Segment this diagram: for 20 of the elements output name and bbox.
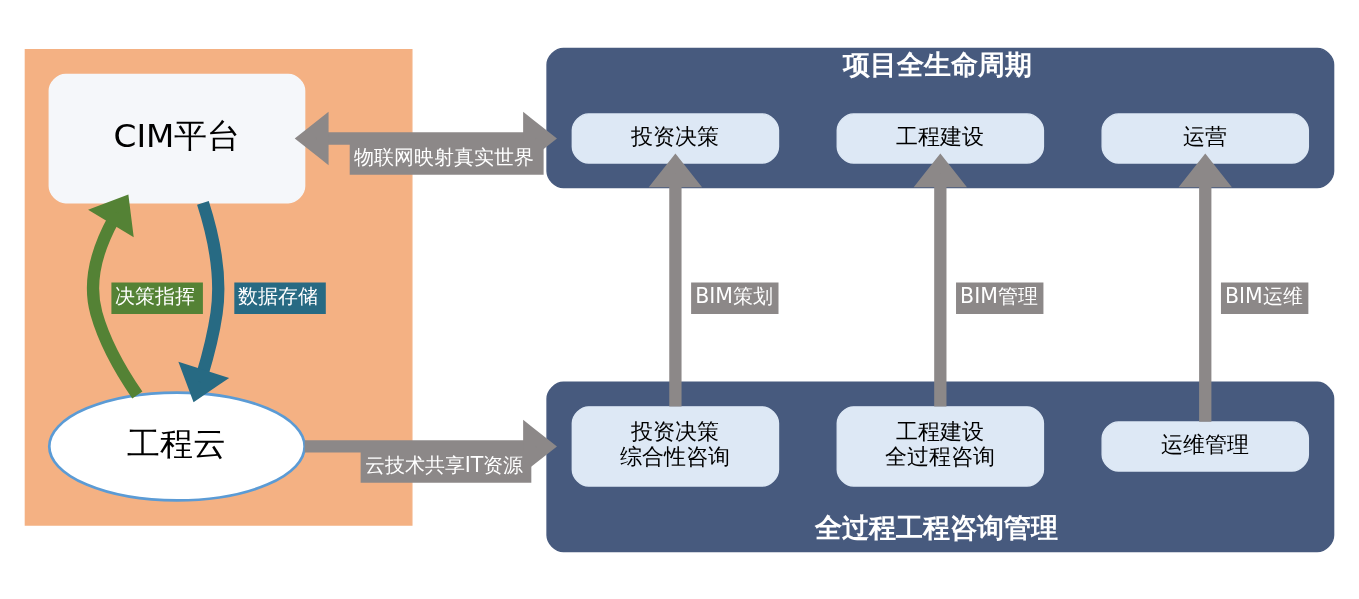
node-box: 运营 (1101, 112, 1310, 164)
arrow (648, 152, 703, 406)
edge-label: BIM策划 (695, 283, 773, 308)
edge-label: 物联网映射真实世界 (353, 144, 534, 169)
node-box: 投资决策 (571, 112, 780, 164)
node-box: CIM平台 (48, 73, 306, 203)
node-box: 投资决策综合性咨询 (571, 405, 780, 487)
arrow (1178, 153, 1232, 422)
arrow (913, 152, 967, 406)
edge-label: BIM管理 (960, 283, 1038, 308)
arrow (86, 194, 143, 398)
edge-label: 数据存储 (238, 283, 319, 308)
node-box: 运维管理 (1101, 420, 1310, 472)
edge-label: BIM运维 (1225, 283, 1303, 308)
edge-label: 云技术共享IT资源 (364, 452, 524, 477)
edge-label: 决策指挥 (115, 283, 196, 308)
node-box: 工程建设 (836, 112, 1045, 164)
arrow (178, 200, 230, 402)
node-ellipse: 工程云 (47, 390, 306, 502)
node-box: 工程建设全过程咨询 (836, 405, 1045, 487)
